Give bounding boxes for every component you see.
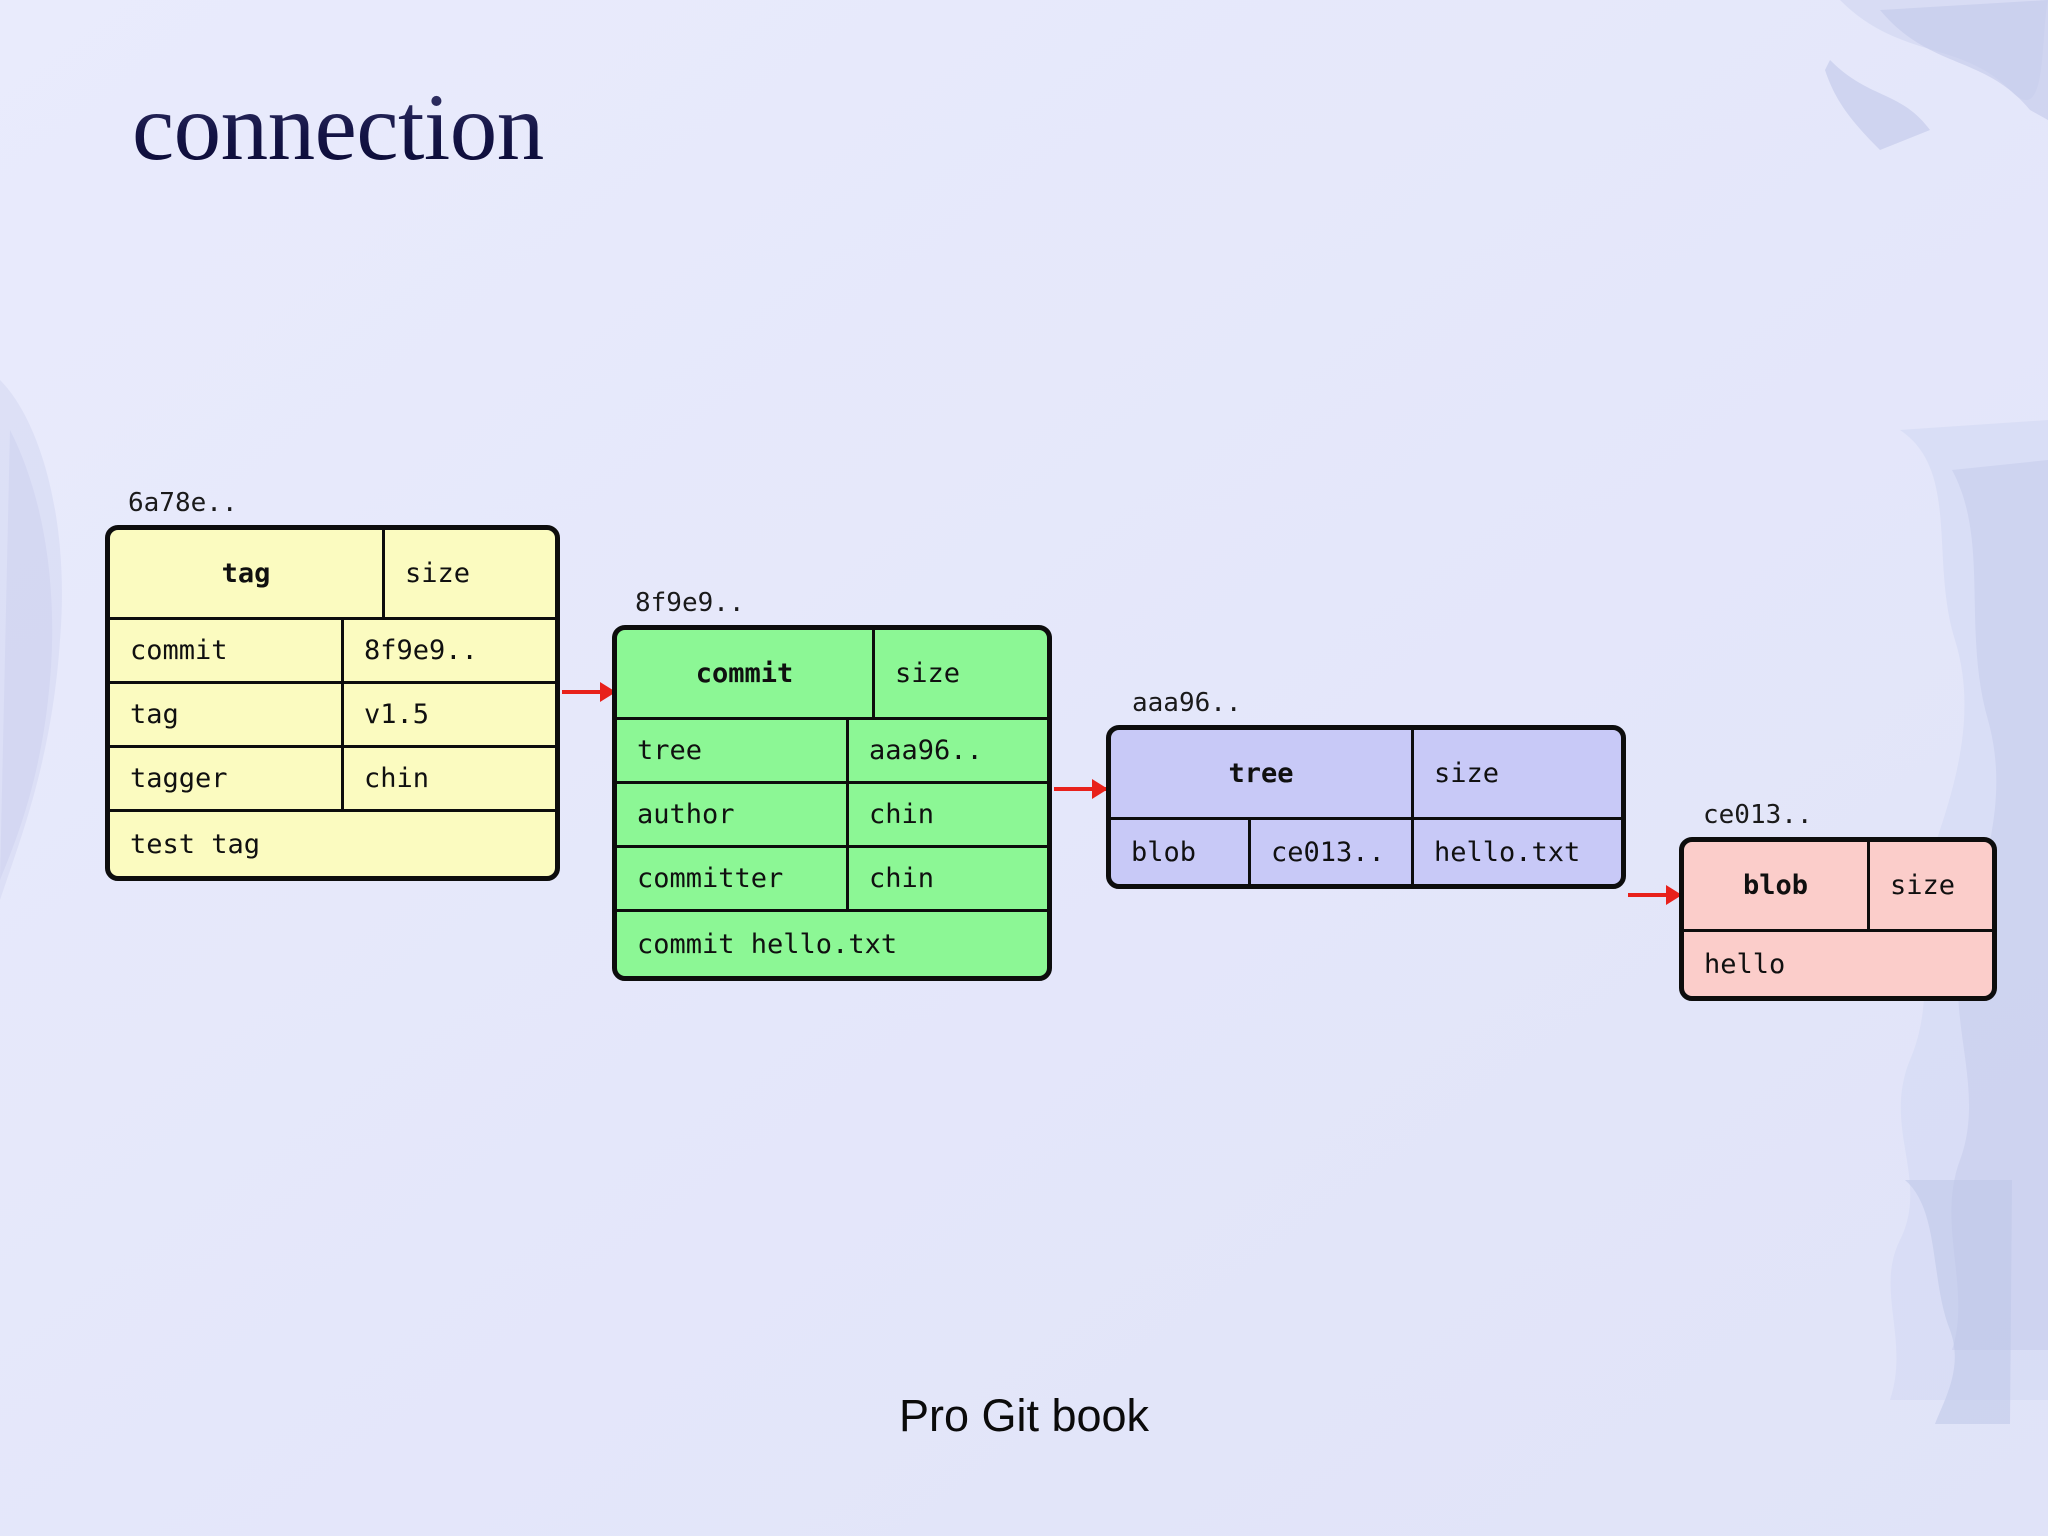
commit-object-row-author-value: chin (869, 799, 935, 830)
commit-object-hash-label: 8f9e9.. (635, 588, 745, 618)
tag-object-row-tagger: tagger chin (110, 748, 555, 812)
blob-object-box[interactable]: blob size hello (1679, 837, 1997, 1001)
tag-object-hash-label: 6a78e.. (128, 488, 238, 518)
arrow-commit-to-tree (1054, 787, 1106, 791)
tree-object-entry-name: hello.txt (1434, 836, 1581, 868)
commit-object-row-author-key: author (617, 784, 849, 845)
commit-object-header-row: commit size (617, 630, 1047, 720)
commit-object-message-row: commit hello.txt (617, 912, 1047, 976)
tag-object-row-commit-value: 8f9e9.. (364, 635, 478, 666)
blob-object-header-row: blob size (1684, 842, 1992, 932)
tag-object-message-row: test tag (110, 812, 555, 876)
tree-object-header-row: tree size (1111, 730, 1621, 820)
commit-object-box[interactable]: commit size tree aaa96.. author chin com… (612, 625, 1052, 981)
commit-object-row-committer-value: chin (869, 863, 935, 894)
commit-object-size-cell: size (895, 658, 961, 689)
tree-object-hash-label: aaa96.. (1132, 688, 1242, 718)
arrow-tree-to-blob (1628, 893, 1680, 897)
commit-object-row-committer-key: committer (617, 848, 849, 909)
tag-object-row-tag: tag v1.5 (110, 684, 555, 748)
tag-object-row-commit: commit 8f9e9.. (110, 620, 555, 684)
tree-object-box[interactable]: tree size blob ce013.. hello.txt (1106, 725, 1626, 889)
tree-object-type-cell: tree (1111, 730, 1414, 817)
tree-object-entry-mode: blob (1111, 820, 1251, 884)
commit-object-row-tree-key: tree (617, 720, 849, 781)
tag-object-row-tag-value: v1.5 (364, 699, 430, 730)
page-title: connection (132, 74, 544, 180)
tree-object-size-cell: size (1434, 758, 1500, 789)
commit-object-row-tree-value: aaa96.. (869, 735, 983, 766)
blob-object-hash-label: ce013.. (1703, 800, 1813, 830)
tag-object-header-row: tag size (110, 530, 555, 620)
tree-object-entry-hash: ce013.. (1251, 820, 1414, 884)
blob-object-size-cell: size (1890, 870, 1956, 901)
blob-object-type-cell: blob (1684, 842, 1870, 929)
commit-object-row-committer: committer chin (617, 848, 1047, 912)
tag-object-row-tag-key: tag (110, 684, 344, 745)
tag-object-row-commit-key: commit (110, 620, 344, 681)
commit-object-row-tree: tree aaa96.. (617, 720, 1047, 784)
commit-object-message-text: commit hello.txt (637, 928, 898, 960)
tag-object-size-cell: size (405, 558, 471, 589)
tree-object-entry-row: blob ce013.. hello.txt (1111, 820, 1621, 884)
tag-object-type-cell: tag (110, 530, 385, 617)
tag-object-row-tagger-key: tagger (110, 748, 344, 809)
commit-object-type-cell: commit (617, 630, 875, 717)
footer-caption: Pro Git book (898, 1390, 1150, 1441)
tag-object-box[interactable]: tag size commit 8f9e9.. tag v1.5 tagger … (105, 525, 560, 881)
blob-object-content-row: hello (1684, 932, 1992, 996)
commit-object-row-author: author chin (617, 784, 1047, 848)
tag-object-message-text: test tag (130, 828, 261, 860)
arrow-tag-to-commit (562, 690, 614, 694)
tag-object-row-tagger-value: chin (364, 763, 430, 794)
blob-object-content-text: hello (1704, 948, 1786, 980)
